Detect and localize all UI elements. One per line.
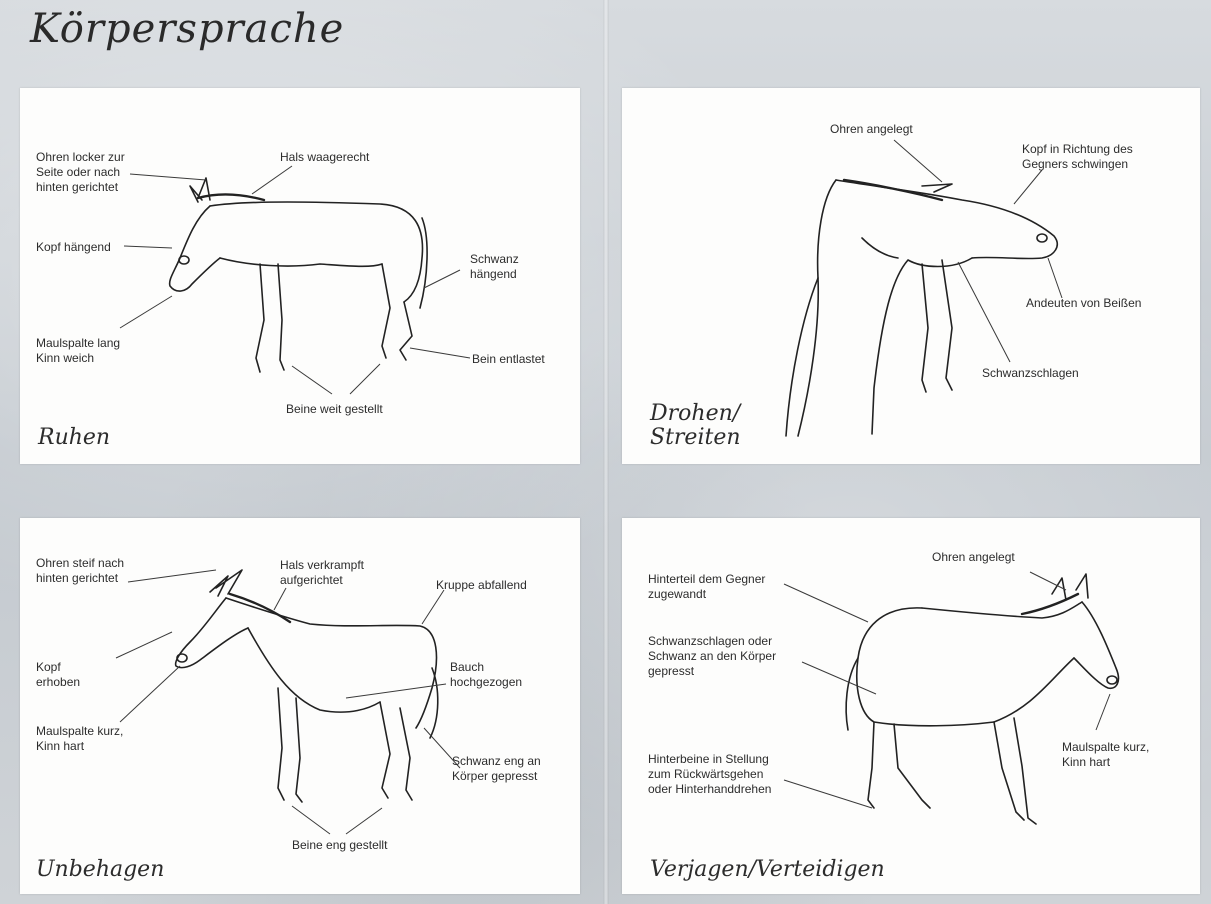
- label-ohren-angelegt: Ohren angelegt: [830, 122, 913, 137]
- label-schwanzschlagen: Schwanzschlagen: [982, 366, 1079, 381]
- panel-unbehagen: Ohren steif nach hinten gerichtet Hals v…: [20, 518, 580, 894]
- panel-verjagen-verteidigen: Ohren angelegt Hinterteil dem Gegner zug…: [622, 518, 1200, 894]
- panel-drohen-streiten: Ohren angelegt Kopf in Richtung des Gegn…: [622, 88, 1200, 464]
- label-hinterteil: Hinterteil dem Gegner zugewandt: [648, 572, 765, 602]
- label-maulspalte-kurz: Maulspalte kurz, Kinn hart: [36, 724, 123, 754]
- label-bein-entlastet: Bein entlastet: [472, 352, 545, 367]
- label-beine-eng: Beine eng gestellt: [292, 838, 387, 853]
- label-ohren-locker: Ohren locker zur Seite oder nach hinten …: [36, 150, 125, 195]
- label-schwanzschlagen-oder: Schwanzschlagen oder Schwanz an den Körp…: [648, 634, 776, 679]
- caption-verjagen-verteidigen: Verjagen/Verteidigen: [650, 858, 885, 882]
- label-hinterbeine: Hinterbeine in Stellung zum Rückwärtsgeh…: [648, 752, 771, 797]
- panel-ruhen: Ohren locker zur Seite oder nach hinten …: [20, 88, 580, 464]
- label-ohren-steif: Ohren steif nach hinten gerichtet: [36, 556, 124, 586]
- label-hals-verkrampft: Hals verkrampft aufgerichtet: [280, 558, 364, 588]
- caption-ruhen: Ruhen: [38, 426, 110, 450]
- label-kopf-richtung: Kopf in Richtung des Gegners schwingen: [1022, 142, 1133, 172]
- label-kopf-haengend: Kopf hängend: [36, 240, 111, 255]
- label-bauch-hochgezogen: Bauch hochgezogen: [450, 660, 522, 690]
- page-title: Körpersprache: [30, 6, 344, 52]
- label-ohren-angelegt-2: Ohren angelegt: [932, 550, 1015, 565]
- label-maulspalte-lang: Maulspalte lang Kinn weich: [36, 336, 120, 366]
- page-fold: [603, 0, 609, 904]
- label-beine-weit: Beine weit gestellt: [286, 402, 383, 417]
- label-schwanz-haengend: Schwanz hängend: [470, 252, 519, 282]
- caption-drohen-streiten: Drohen/ Streiten: [650, 402, 741, 450]
- caption-unbehagen: Unbehagen: [36, 858, 164, 882]
- label-schwanz-eng: Schwanz eng an Körper gepresst: [452, 754, 541, 784]
- label-kruppe-abfallend: Kruppe abfallend: [436, 578, 527, 593]
- label-andeuten-beissen: Andeuten von Beißen: [1026, 296, 1141, 311]
- label-hals-waagerecht: Hals waagerecht: [280, 150, 369, 165]
- label-kopf-erhoben: Kopf erhoben: [36, 660, 80, 690]
- label-maulspalte-kurz-2: Maulspalte kurz, Kinn hart: [1062, 740, 1149, 770]
